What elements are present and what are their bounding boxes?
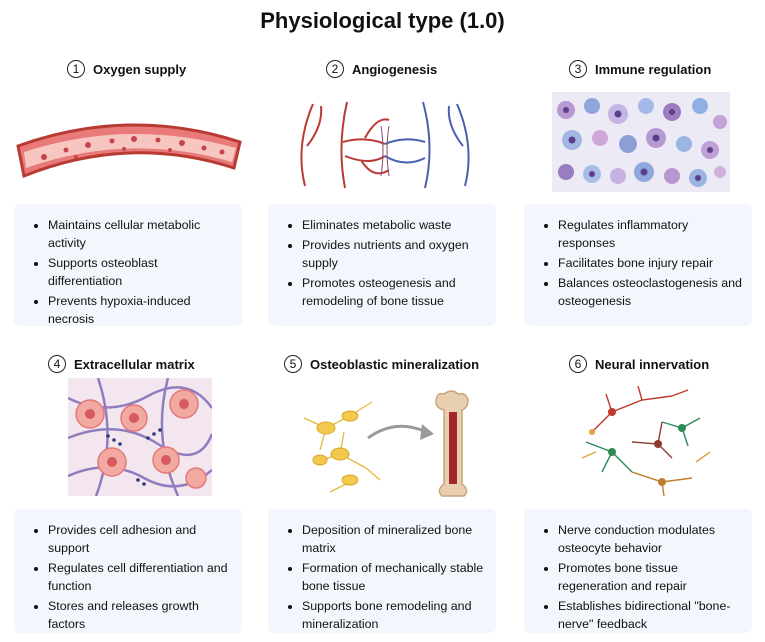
section-5-bullet: Supports bone remodeling and mineralizat…: [302, 597, 486, 633]
section-4-title: Extracellular matrix: [74, 356, 195, 372]
section-3-bullet: Regulates inflammatory responses: [558, 216, 742, 252]
section-1-bullet: Prevents hypoxia-induced necrosis: [48, 292, 232, 328]
section-3-number: 3: [569, 60, 587, 78]
section-2-bullet: Promotes osteogenesis and remodeling of …: [302, 274, 486, 310]
section-2-box: Eliminates metabolic waste Provides nutr…: [268, 204, 496, 326]
section-6-bullet: Nerve conduction modulates osteocyte beh…: [558, 521, 742, 557]
section-6-number: 6: [569, 355, 587, 373]
neurons-icon: [581, 385, 711, 497]
section-3-title: Immune regulation: [595, 61, 712, 77]
blood-vessel-icon: [16, 123, 242, 179]
section-4-bullet: Regulates cell differentiation and funct…: [48, 559, 232, 595]
section-3-bullet: Facilitates bone injury repair: [558, 254, 742, 272]
section-3-bullet: Balances osteoclastogenesis and osteogen…: [558, 274, 742, 310]
section-3-heading: 3 Immune regulation: [569, 60, 711, 78]
section-5-bullet: Formation of mechanically stable bone ti…: [302, 559, 486, 595]
section-6-heading: 6 Neural innervation: [569, 355, 709, 373]
section-5-box: Deposition of mineralized bone matrix Fo…: [268, 509, 496, 633]
page-title: Physiological type (1.0): [260, 8, 505, 33]
section-1-heading: 1 Oxygen supply: [67, 60, 186, 78]
section-2-bullet: Provides nutrients and oxygen supply: [302, 236, 486, 272]
section-2-heading: 2 Angiogenesis: [326, 60, 437, 78]
section-4-heading: 4 Extracellular matrix: [48, 355, 195, 373]
section-5-title: Osteoblastic mineralization: [310, 356, 480, 372]
section-6-bullet: Establishes bidirectional "bone-nerve" f…: [558, 597, 742, 633]
section-6-bullet: Promotes bone tissue regeneration and re…: [558, 559, 742, 595]
section-1-bullet: Maintains cellular metabolic activity: [48, 216, 232, 252]
vascular-network-icon: [300, 101, 470, 189]
section-1-bullet: Supports osteoblast differentiation: [48, 254, 232, 290]
section-1-title: Oxygen supply: [93, 61, 187, 77]
section-4-number: 4: [48, 355, 66, 373]
section-4-bullet: Provides cell adhesion and support: [48, 521, 232, 557]
section-1-box: Maintains cellular metabolic activity Su…: [14, 204, 242, 326]
immune-cells-icon: [552, 92, 730, 192]
section-5-heading: 5 Osteoblastic mineralization: [284, 355, 479, 373]
section-4-bullet: Stores and releases growth factors: [48, 597, 232, 633]
section-6-title: Neural innervation: [595, 356, 710, 372]
section-6-box: Nerve conduction modulates osteocyte beh…: [524, 509, 752, 633]
section-3-box: Regulates inflammatory responses Facilit…: [524, 204, 752, 326]
section-4-box: Provides cell adhesion and support Regul…: [14, 509, 242, 633]
section-2-bullet: Eliminates metabolic waste: [302, 216, 486, 234]
section-1-number: 1: [67, 60, 85, 78]
section-2-number: 2: [326, 60, 344, 78]
section-2-title: Angiogenesis: [352, 61, 438, 77]
section-5-bullet: Deposition of mineralized bone matrix: [302, 521, 486, 557]
osteoblast-to-bone-icon: [303, 390, 469, 497]
section-5-number: 5: [284, 355, 302, 373]
extracellular-matrix-icon: [68, 378, 212, 496]
